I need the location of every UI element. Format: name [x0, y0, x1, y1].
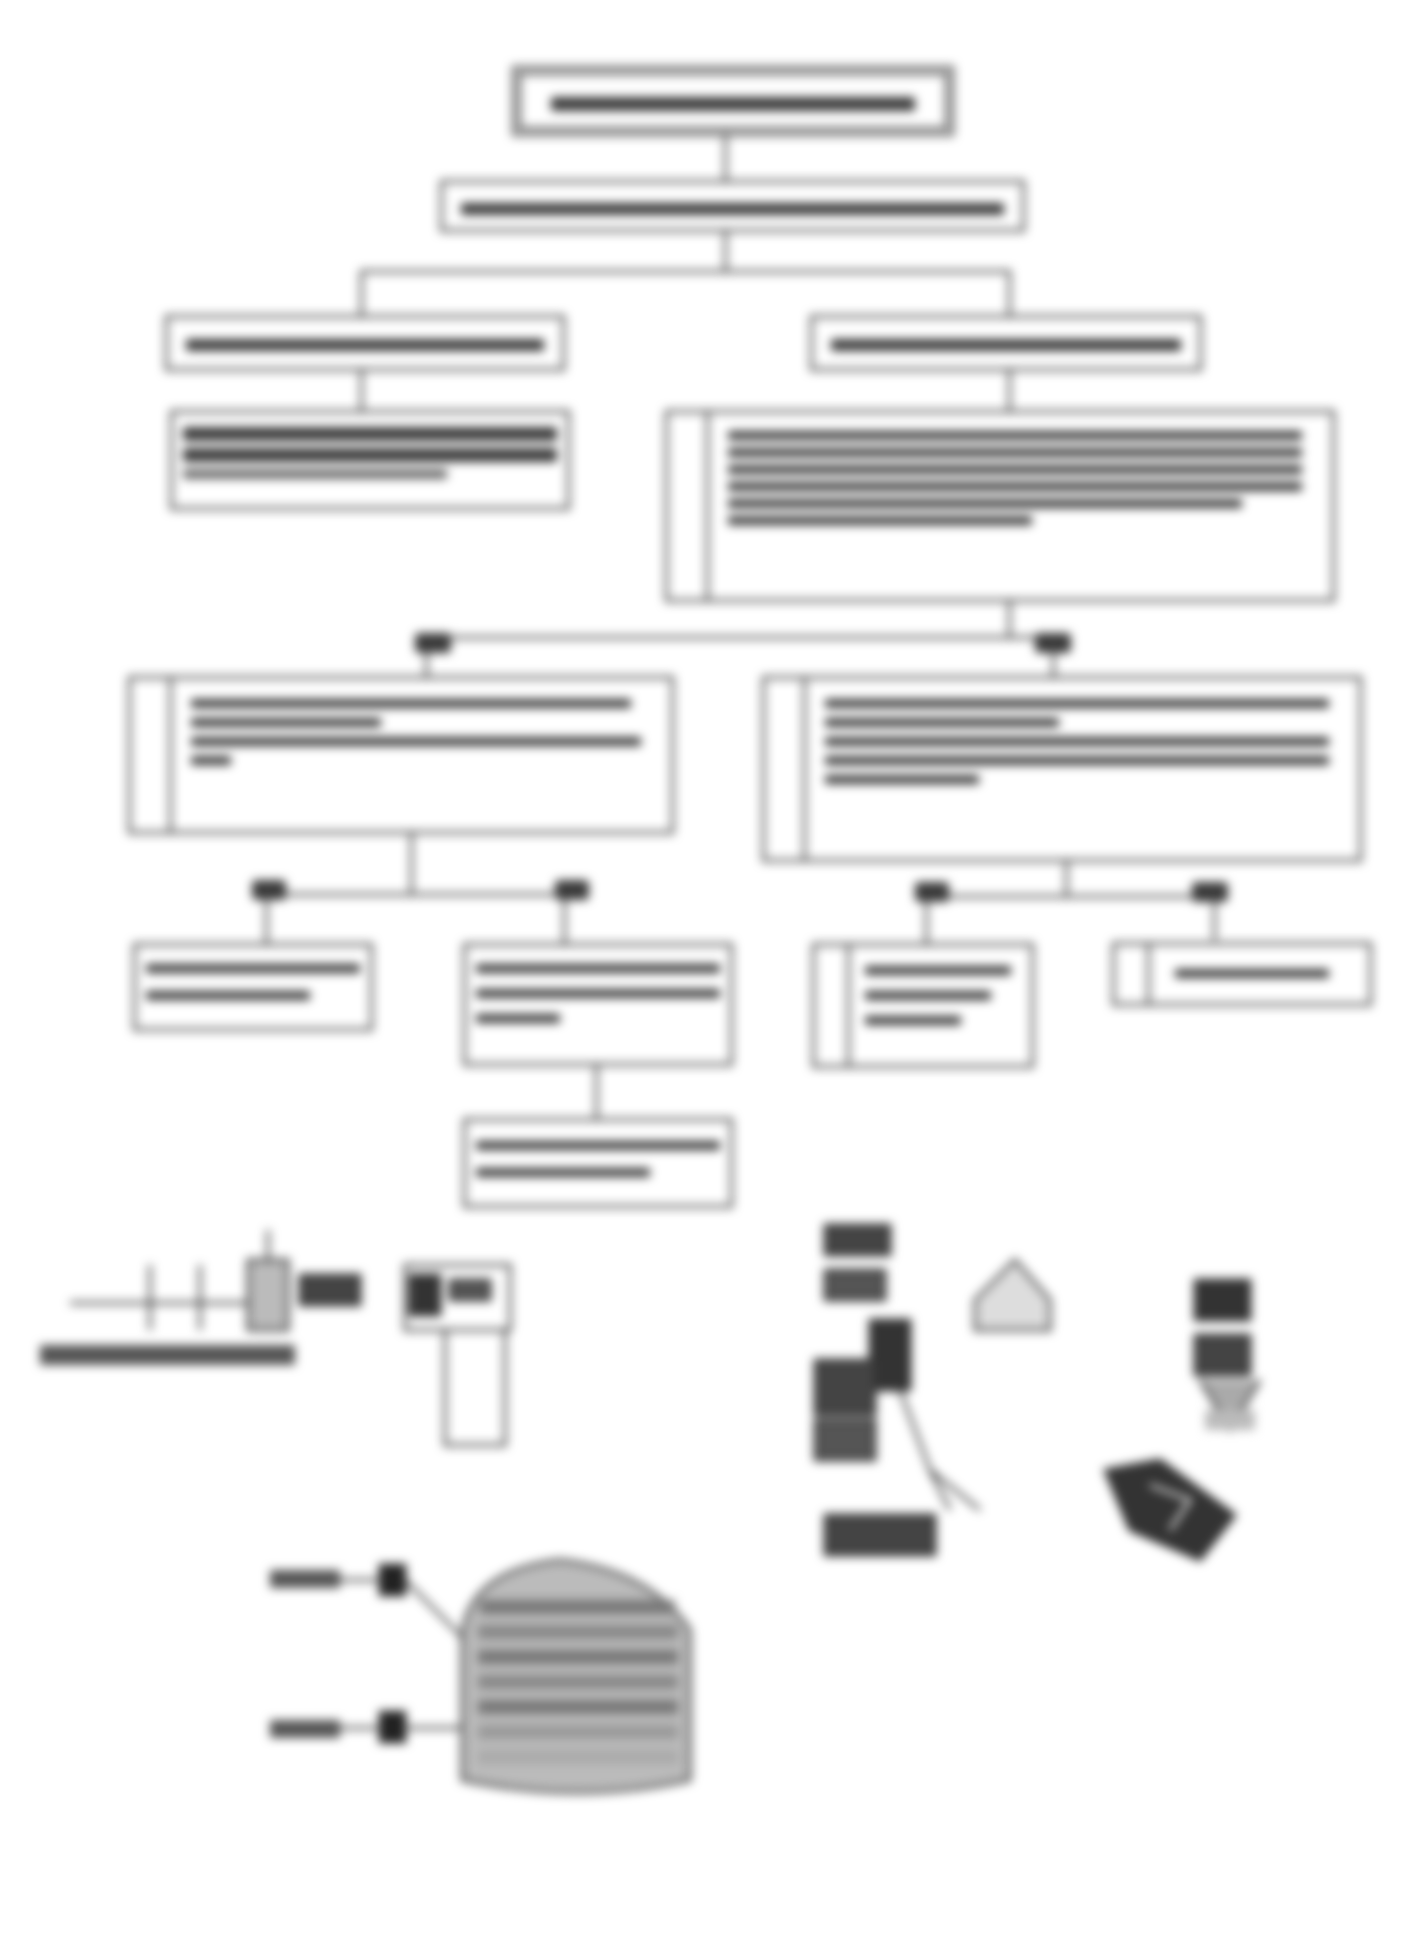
connector-line — [360, 370, 363, 412]
flowchart-node — [1112, 942, 1372, 1006]
flowchart-node — [133, 943, 373, 1031]
connector-line — [265, 893, 565, 896]
flowchart-node — [170, 410, 570, 510]
connector-line — [595, 1033, 598, 1118]
plug-figure — [270, 1558, 692, 1794]
connector-line — [1052, 636, 1055, 676]
branch-label — [1035, 633, 1071, 653]
connector-line — [1065, 862, 1068, 897]
connector-line — [410, 833, 413, 895]
branch-label — [555, 880, 589, 900]
connector-line — [1008, 370, 1011, 412]
flowchart-node — [812, 943, 1034, 1068]
connector-line — [360, 270, 363, 315]
connector-line — [925, 895, 1215, 898]
connector-line — [1008, 600, 1011, 638]
connector-line — [360, 270, 1010, 273]
flowchart-node — [665, 410, 1335, 602]
flowchart-node — [440, 180, 1025, 232]
connector-line — [425, 636, 428, 676]
branch-label — [415, 633, 451, 653]
connector-line — [1213, 895, 1216, 940]
connector-line — [925, 895, 928, 945]
branch-label — [252, 880, 286, 900]
branch-label — [915, 882, 949, 902]
flowchart-node — [165, 315, 565, 371]
connector-figure — [40, 1230, 512, 1447]
connector-line — [425, 636, 1055, 639]
flowchart-node — [128, 676, 674, 834]
flowchart-node — [463, 943, 733, 1066]
connector-line — [265, 893, 268, 943]
connector-line — [724, 232, 727, 272]
branch-label — [1192, 882, 1228, 902]
connector-line — [563, 893, 566, 943]
connector-line — [724, 118, 727, 182]
connector-line — [1008, 270, 1011, 315]
sensor-figure — [813, 1223, 1262, 1562]
flowchart-node — [762, 676, 1362, 862]
flowchart-node — [810, 315, 1202, 371]
flowchart-title-box — [518, 72, 948, 130]
flowchart-node — [463, 1118, 733, 1208]
